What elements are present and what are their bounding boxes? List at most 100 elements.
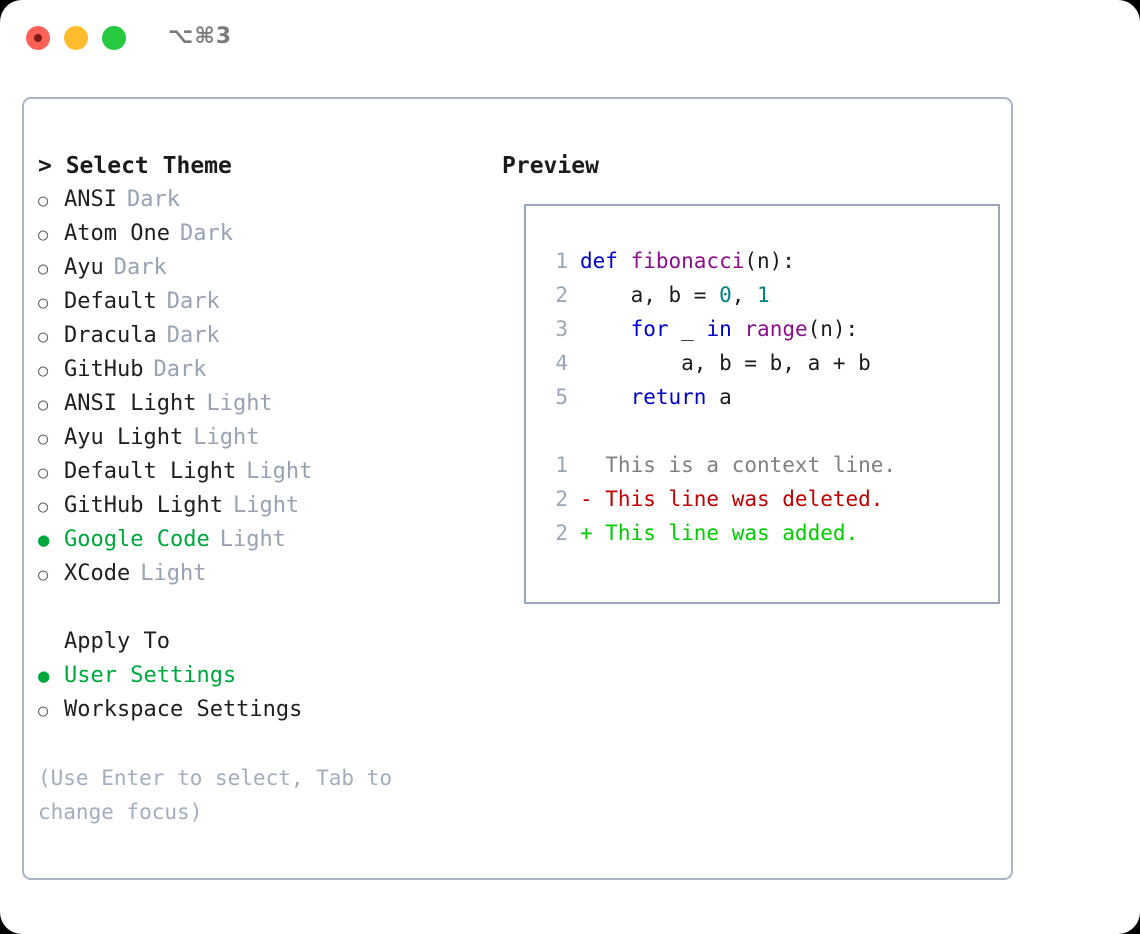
minimize-button-icon[interactable] bbox=[64, 26, 88, 50]
apply-to-marker-placeholder bbox=[38, 626, 64, 660]
line-number: 4 bbox=[555, 351, 568, 375]
code-token-ctx: This is a context line. bbox=[580, 453, 897, 477]
theme-option-ayu-light[interactable]: ○ Ayu Light Light bbox=[38, 421, 488, 455]
radio-unselected-icon: ○ bbox=[38, 429, 49, 449]
line-number: 2 bbox=[555, 283, 568, 307]
code-line: 2 a, b = 0, 1 bbox=[542, 278, 896, 312]
theme-option-default[interactable]: ○ Default Dark bbox=[38, 285, 488, 319]
radio-selected-icon: ● bbox=[38, 529, 50, 551]
apply-to-option-workspace-settings[interactable]: ○ Workspace Settings bbox=[38, 693, 488, 727]
close-button-icon[interactable] bbox=[26, 26, 50, 50]
code-line bbox=[542, 414, 896, 448]
maximize-button-icon[interactable] bbox=[102, 26, 126, 50]
code-token-num: 1 bbox=[757, 283, 770, 307]
radio-unselected-icon: ○ bbox=[38, 395, 49, 415]
radio-unselected-icon: ○ bbox=[38, 463, 49, 483]
apply-to-option-user-settings[interactable]: ● User Settings bbox=[38, 659, 488, 693]
code-token-plain: a bbox=[706, 385, 732, 409]
theme-option-atom-one[interactable]: ○ Atom One Dark bbox=[38, 217, 488, 251]
theme-kind-label: Light bbox=[219, 527, 286, 552]
radio-unselected-icon: ○ bbox=[38, 701, 49, 721]
code-token-kw: return bbox=[630, 385, 707, 409]
theme-name-label: Ayu Light bbox=[64, 425, 184, 450]
code-line: 2- This line was deleted. bbox=[542, 482, 896, 516]
theme-name-label: GitHub bbox=[64, 357, 144, 382]
theme-kind-label: Light bbox=[232, 493, 300, 518]
radio-unselected-icon: ○ bbox=[38, 259, 49, 279]
radio-unselected-icon: ○ bbox=[38, 565, 49, 585]
radio-unselected-icon: ○ bbox=[38, 225, 49, 245]
theme-kind-label: Light bbox=[140, 561, 207, 586]
preview-heading: Preview bbox=[502, 153, 599, 179]
apply-to-option-list[interactable]: ● User Settings ○ Workspace Settings bbox=[38, 659, 488, 727]
code-token-plain: (n): bbox=[744, 249, 795, 273]
theme-name-label: Default Light bbox=[64, 459, 237, 484]
code-token-plain bbox=[580, 385, 631, 409]
line-number: 5 bbox=[555, 385, 568, 409]
radio-selected-icon: ● bbox=[38, 665, 50, 687]
radio-unselected-icon: ○ bbox=[38, 497, 49, 517]
theme-name-label: ANSI bbox=[64, 187, 117, 212]
theme-name-label: Dracula bbox=[64, 323, 157, 348]
theme-kind-label: Dark bbox=[179, 221, 233, 246]
code-token-plain bbox=[732, 317, 745, 341]
code-token-kw: in bbox=[706, 317, 732, 341]
apply-to-option-label: Workspace Settings bbox=[64, 697, 303, 722]
theme-kind-label: Light bbox=[193, 425, 260, 450]
theme-kind-label: Dark bbox=[166, 323, 220, 348]
theme-name-label: Ayu bbox=[64, 255, 104, 280]
code-token-plain: (n): bbox=[807, 317, 859, 341]
theme-kind-label: Light bbox=[206, 391, 273, 416]
theme-name-label: ANSI Light bbox=[64, 391, 197, 416]
traffic-light-group bbox=[26, 26, 126, 50]
code-token-plain: a, b = b, a + b bbox=[580, 351, 871, 375]
line-number: 3 bbox=[555, 317, 568, 341]
line-number: 2 bbox=[555, 521, 568, 545]
code-token-fn: range bbox=[744, 317, 808, 341]
theme-kind-label: Dark bbox=[113, 255, 167, 280]
keyboard-shortcut-label: ⌥⌘3 bbox=[168, 24, 233, 49]
keyboard-hint-text: (Use Enter to select, Tab to change focu… bbox=[38, 766, 393, 824]
line-number: 1 bbox=[555, 453, 568, 477]
theme-name-label: Default bbox=[64, 289, 157, 314]
code-line: 3 for _ in range(n): bbox=[542, 312, 896, 346]
code-token-plain: a, b = bbox=[580, 283, 720, 307]
code-token-fn: fibonacci bbox=[630, 249, 745, 273]
code-token-add: + This line was added. bbox=[580, 521, 859, 545]
radio-unselected-icon: ○ bbox=[38, 361, 49, 381]
list-spacer bbox=[38, 591, 488, 625]
theme-option-ansi-light[interactable]: ○ ANSI Light Light bbox=[38, 387, 488, 421]
theme-option-github-light[interactable]: ○ GitHub Light Light bbox=[38, 489, 488, 523]
theme-kind-label: Dark bbox=[166, 289, 220, 314]
theme-name-label: GitHub Light bbox=[64, 493, 223, 518]
theme-kind-label: Dark bbox=[153, 357, 207, 382]
code-line: 2 + This line was added. bbox=[542, 516, 896, 550]
apply-to-label: Apply To bbox=[64, 629, 170, 654]
code-token-num: 0 bbox=[719, 283, 732, 307]
radio-unselected-icon: ○ bbox=[38, 293, 49, 313]
code-line: 1 This is a context line. bbox=[542, 448, 896, 482]
line-number: 1 bbox=[555, 249, 568, 273]
radio-unselected-icon: ○ bbox=[38, 191, 49, 211]
code-line: 5 return a bbox=[542, 380, 896, 414]
theme-option-ayu[interactable]: ○ Ayu Dark bbox=[38, 251, 488, 285]
theme-option-github[interactable]: ○ GitHub Dark bbox=[38, 353, 488, 387]
code-token-plain: , bbox=[731, 283, 758, 307]
apply-to-option-label: User Settings bbox=[64, 663, 237, 688]
code-token-plain: _ bbox=[668, 317, 707, 341]
select-theme-heading: > Select Theme bbox=[38, 153, 232, 179]
theme-name-label: Atom One bbox=[64, 221, 170, 246]
